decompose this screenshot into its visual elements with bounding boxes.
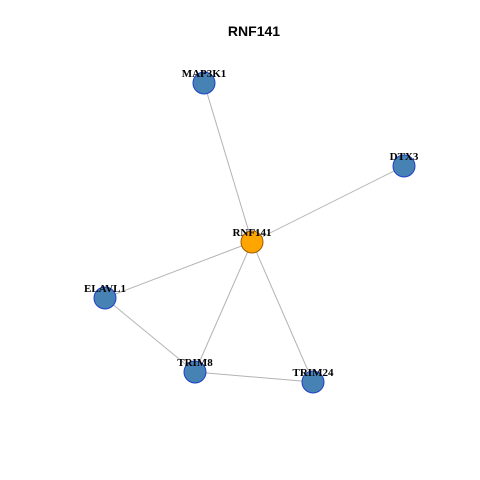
edges-layer (104, 82, 405, 383)
node-circle-rnf141[interactable] (240, 230, 264, 254)
node-circle-dtx3[interactable] (392, 154, 416, 178)
edge-elavl1-trim8 (104, 297, 196, 373)
node-label-trim24: TRIM24 (293, 367, 334, 379)
node-circle-trim24[interactable] (301, 370, 325, 394)
node-label-dtx3: DTX3 (390, 151, 419, 163)
edge-rnf141-trim24 (251, 241, 314, 383)
node-trim8[interactable]: TRIM8 (177, 357, 213, 384)
edge-rnf141-trim8 (194, 241, 253, 373)
node-circle-elavl1[interactable] (93, 286, 117, 310)
node-map3k1[interactable]: MAP3K1 (182, 68, 227, 95)
edge-rnf141-map3k1 (203, 82, 253, 243)
node-label-map3k1: MAP3K1 (182, 68, 227, 80)
node-dtx3[interactable]: DTX3 (390, 151, 419, 178)
node-label-trim8: TRIM8 (177, 357, 213, 369)
node-label-rnf141: RNF141 (232, 227, 271, 239)
node-circle-trim8[interactable] (183, 360, 207, 384)
node-elavl1[interactable]: ELAVL1 (84, 283, 126, 310)
node-circle-map3k1[interactable] (192, 71, 216, 95)
node-trim24[interactable]: TRIM24 (293, 367, 334, 394)
graph-title: RNF141 (228, 23, 280, 39)
node-label-elavl1: ELAVL1 (84, 283, 126, 295)
edge-trim8-trim24 (194, 371, 314, 383)
node-rnf141[interactable]: RNF141 (232, 227, 272, 254)
edge-rnf141-dtx3 (251, 165, 405, 243)
edge-rnf141-elavl1 (104, 241, 253, 299)
